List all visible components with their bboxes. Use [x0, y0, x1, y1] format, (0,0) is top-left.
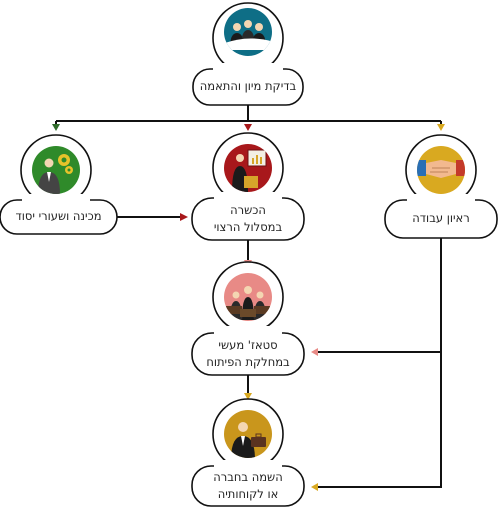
label-placement-line2: או לקוחותיה — [217, 487, 279, 501]
node-internship — [191, 261, 305, 376]
label-internship-line1: סטאז' מעשי — [218, 338, 278, 352]
label-training-line2: במסלול הרצוי — [213, 220, 283, 234]
node-prep — [0, 134, 118, 235]
arrowhead-to-interview — [437, 124, 445, 131]
gears-person-icon — [32, 146, 80, 194]
label-screening: בדיקת מיון והתאמה — [199, 79, 297, 93]
label-interview: ראיון עבודה — [412, 211, 470, 225]
label-internship-line2: במחלקת הפיתוח — [206, 355, 290, 369]
label-placement: השמה בחברה או לקוחותיה — [192, 469, 304, 503]
handshake-icon — [417, 146, 465, 194]
node-training — [191, 132, 305, 241]
node-screening — [192, 2, 304, 106]
connectors — [55, 105, 442, 488]
label-internship: סטאז' מעשי במחלקת הפיתוח — [192, 337, 304, 371]
node-interview — [384, 134, 498, 239]
label-training: הכשרה במסלול הרצוי — [192, 202, 304, 236]
arrowhead-interview-to-internship — [311, 348, 318, 356]
arrowhead-to-placement — [244, 393, 252, 400]
team-desks-icon — [224, 273, 272, 321]
business-team-icon — [224, 8, 272, 56]
label-prep: מכינה ושעורי יסוד — [15, 209, 102, 223]
label-placement-line1: השמה בחברה — [213, 470, 283, 484]
arrowhead-to-prep — [52, 124, 60, 131]
businessman-briefcase-icon — [224, 410, 272, 458]
label-training-line1: הכשרה — [230, 203, 266, 217]
node-placement — [191, 398, 305, 507]
connector-interview-to-placement — [318, 238, 442, 488]
arrowhead-interview-to-placement — [311, 483, 318, 491]
presenter-board-icon — [224, 144, 272, 192]
arrowhead-prep-to-training — [180, 213, 188, 221]
arrowhead-to-training — [244, 124, 252, 131]
